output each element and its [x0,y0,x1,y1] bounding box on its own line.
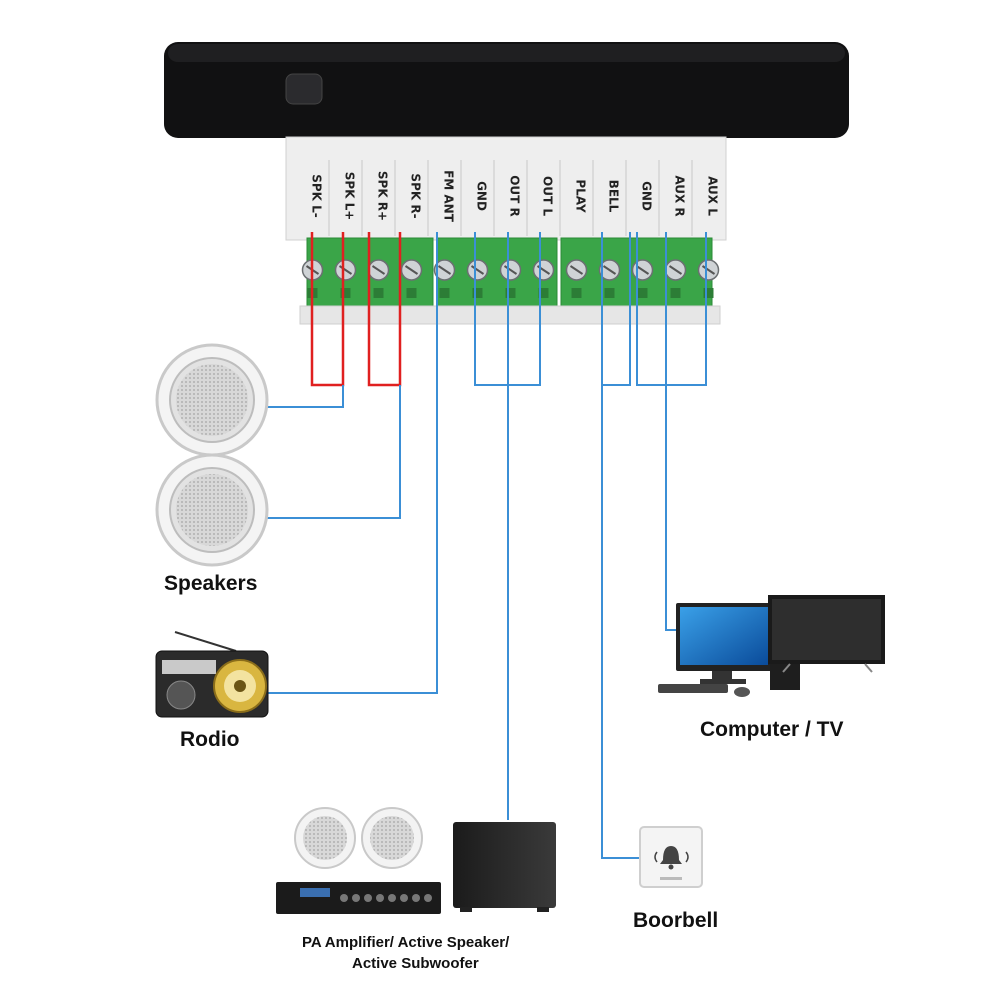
wire-speaker-bottom [265,385,401,519]
terminal-label: GND [640,181,654,211]
terminal-label: OUT L [541,176,555,216]
label-plate [285,136,727,241]
terminal-label: GND [475,181,489,211]
wire-spk-l [310,232,345,387]
ceiling-speaker-icon [155,453,269,567]
device-panel [164,42,849,138]
computer-tv-label: Computer / TV [700,718,844,741]
terminal-screw [367,259,390,298]
radio-label: Rodio [180,728,240,751]
wire-radio [268,232,438,694]
terminal-screw [598,259,621,298]
terminal-screw [532,259,555,298]
doorbell-icon [639,826,703,888]
terminal-label: AUX R [673,175,687,216]
wire-speaker-top [265,385,344,408]
terminal-screw [697,259,720,298]
ceiling-speaker-icon [294,807,423,869]
amplifier-icon [276,882,441,914]
terminal-label: SPK R+ [376,171,390,221]
doorbell-label: Boorbell [633,909,719,932]
wire-bell-loop [601,232,631,386]
terminal-label: AUX L [706,176,720,216]
terminal-label: SPK L+ [343,172,357,221]
terminal-label: PLAY [574,179,588,213]
terminal-label: FM ANT [442,170,456,223]
terminal-screw [400,259,423,298]
terminal-screw [466,259,489,298]
terminal-screw [565,259,588,298]
ceiling-speaker-icon [155,343,269,457]
pa-label-line2: Active Subwoofer [352,955,479,972]
terminal-screw [664,259,687,298]
terminal-screw [334,259,357,298]
terminal-screw [433,259,456,298]
terminal-label: SPK L- [310,174,324,218]
subwoofer-icon [453,822,556,912]
terminal-screw [499,259,522,298]
device-button [285,73,323,105]
radio-icon [155,631,269,718]
terminal-label: OUT R [508,175,522,217]
pa-label-line1: PA Amplifier/ Active Speaker/ [302,934,510,951]
wire-doorbell [601,385,640,859]
wire-spk-r [367,232,402,387]
tv-icon [768,595,885,673]
wire-aux-loop [636,232,707,386]
terminal-label: SPK R- [409,173,423,218]
speakers-label: Speakers [164,572,258,595]
terminal-label: BELL [607,180,621,213]
